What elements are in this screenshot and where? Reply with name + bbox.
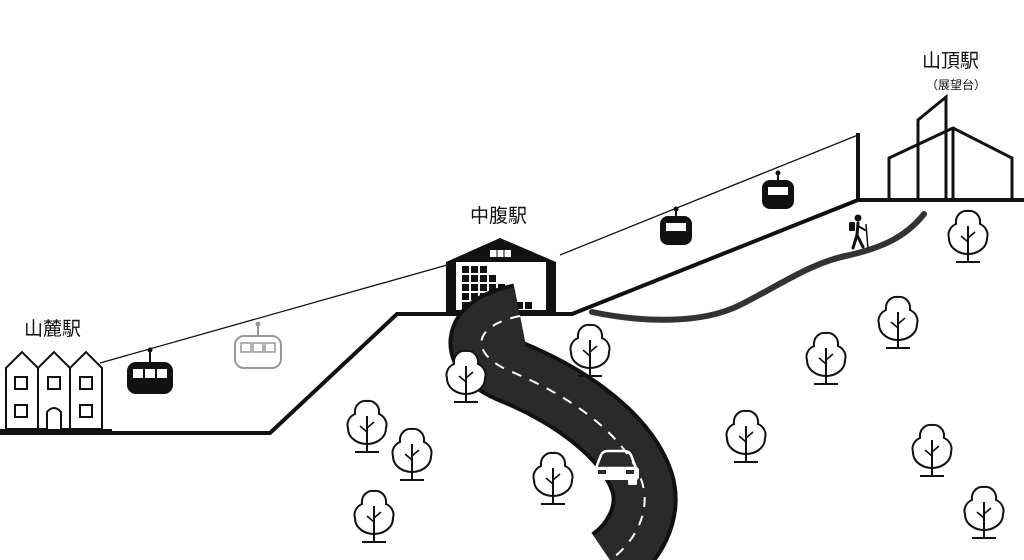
road-icon	[448, 283, 678, 560]
tree-icon	[353, 489, 395, 543]
ropeway-cable-lower	[99, 264, 448, 364]
gondola-icon	[762, 170, 794, 209]
summit-station-label: 山頂駅	[922, 50, 980, 72]
middle-station-label: 中腹駅	[470, 205, 528, 227]
tree-icon	[947, 209, 989, 263]
hiker-icon	[849, 214, 869, 250]
tree-icon	[346, 399, 388, 453]
tree-icon	[911, 423, 953, 477]
tree-icon	[963, 485, 1005, 539]
tree-icon	[877, 295, 919, 349]
tree-icon	[725, 409, 767, 463]
tower-building-icon	[887, 93, 1014, 200]
townhouse-icon	[0, 350, 112, 435]
tree-icon	[532, 451, 574, 505]
tree-icon	[391, 427, 433, 481]
tree-icon	[805, 331, 847, 385]
summit-station-subtitle: （展望台）	[926, 78, 987, 92]
car-icon	[593, 449, 639, 485]
gondola-icon	[127, 347, 173, 394]
base-station-label: 山麓駅	[24, 318, 82, 340]
gondola-icon	[660, 206, 692, 245]
ropeway-cable-upper	[559, 134, 859, 256]
gondola-icon	[234, 321, 282, 369]
mountain-trail-icon	[589, 211, 927, 323]
